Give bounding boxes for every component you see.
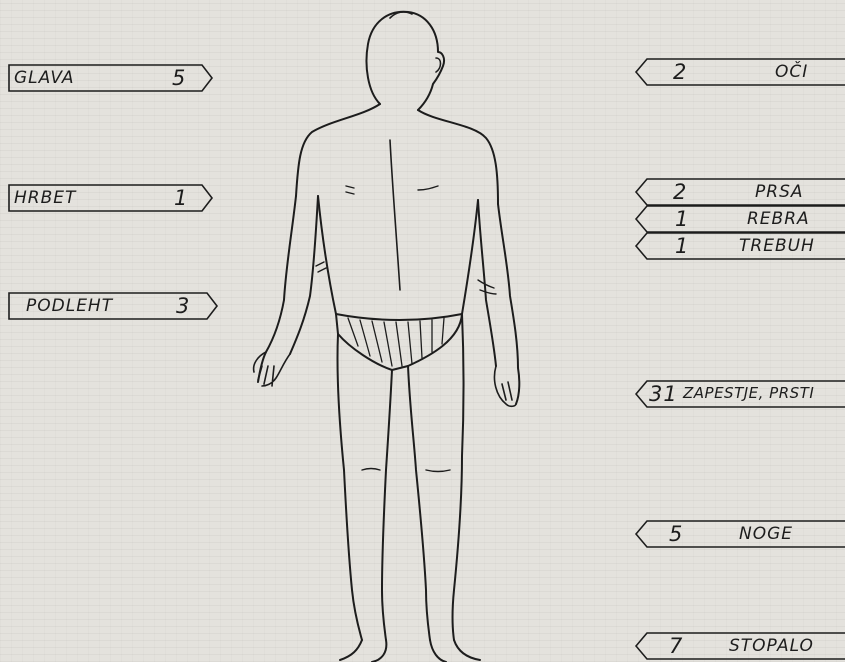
label-noge-name: NOGE: [739, 524, 793, 544]
label-oci: 2 OČI: [635, 58, 845, 86]
label-rebra-count: 1: [675, 207, 689, 231]
spine-line: [390, 140, 400, 290]
right-shoulder: [418, 110, 498, 204]
label-oci-name: OČI: [775, 62, 808, 82]
right-leg-inner: [408, 366, 430, 640]
right-leg-outer: [453, 314, 464, 640]
ear: [436, 58, 441, 72]
label-prsa-count: 2: [673, 180, 687, 204]
elbow-mark-left: [316, 262, 326, 272]
label-noge-count: 5: [669, 522, 683, 546]
arrow-left-outline: [635, 58, 845, 86]
right-hand: [494, 366, 516, 406]
label-zapestje-count: 31: [649, 382, 678, 406]
label-stopalo: 7 STOPALO: [635, 632, 845, 660]
label-trebuh-name: TREBUH: [739, 236, 815, 256]
arrow-left-outline: [635, 205, 845, 233]
knee-mark-left: [362, 469, 380, 471]
left-arm-inner: [290, 196, 318, 354]
label-hrbet: HRBET 1: [8, 184, 213, 212]
label-hrbet-name: HRBET: [14, 188, 76, 208]
label-rebra-name: REBRA: [747, 209, 810, 229]
shoulder-blade-mark-right: [418, 186, 438, 190]
label-stopalo-count: 7: [669, 634, 683, 658]
left-shoulder: [296, 104, 380, 196]
label-trebuh-count: 1: [675, 234, 689, 258]
briefs-stripes: [348, 318, 444, 366]
label-stopalo-name: STOPALO: [729, 636, 814, 656]
label-podleht: PODLEHT 3: [8, 292, 218, 320]
elbow-mark-right: [478, 280, 496, 294]
label-podleht-count: 3: [176, 294, 190, 318]
label-podleht-name: PODLEHT: [26, 296, 113, 316]
label-zapestje-prsti: 31 ZAPESTJE, PRSTI: [635, 380, 845, 408]
label-noge: 5 NOGE: [635, 520, 845, 548]
label-glava: GLAVA 5: [8, 64, 213, 92]
label-hrbet-count: 1: [174, 186, 188, 210]
left-leg-inner: [382, 370, 392, 640]
label-glava-count: 5: [172, 66, 186, 90]
torso-left-side: [318, 196, 336, 314]
label-zapestje-name: ZAPESTJE, PRSTI: [683, 384, 814, 402]
right-arm-inner: [478, 200, 496, 366]
left-foot: [340, 640, 386, 662]
torso-right-side: [462, 200, 478, 314]
label-prsa-name: PRSA: [755, 182, 803, 202]
knee-mark-right: [426, 470, 450, 472]
label-trebuh: 1 TREBUH: [635, 232, 845, 260]
label-rebra: 1 REBRA: [635, 205, 845, 233]
label-prsa: 2 PRSA: [635, 178, 845, 206]
label-glava-name: GLAVA: [14, 68, 75, 88]
right-foot: [430, 640, 480, 662]
shoulder-blade-mark-left: [346, 186, 354, 194]
right-arm-outer: [498, 204, 519, 404]
arrow-left-outline: [635, 178, 845, 206]
left-leg-outer: [337, 334, 362, 640]
label-oci-count: 2: [673, 60, 687, 84]
human-figure-back-view: [240, 0, 540, 662]
head-outline: [367, 12, 445, 110]
